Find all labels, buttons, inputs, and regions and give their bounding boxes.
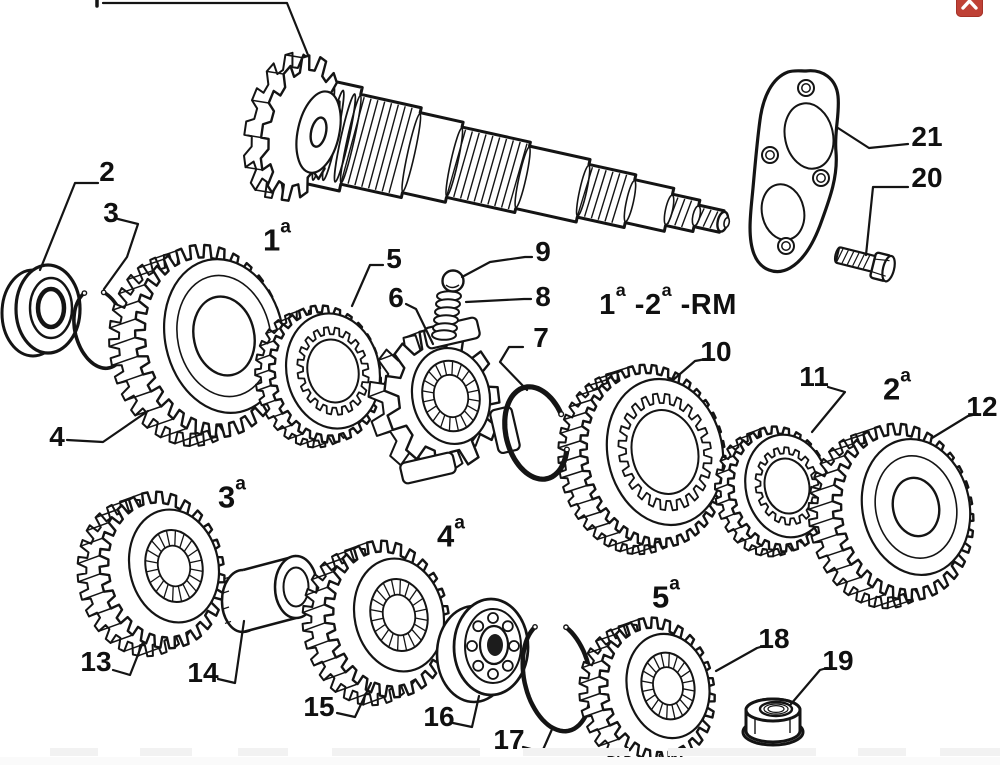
- part-callout-19: 19: [822, 647, 853, 675]
- part-16-bearing: [437, 599, 528, 702]
- part-callout-9: 9: [535, 238, 551, 266]
- part-callout-11: 11: [799, 363, 829, 391]
- part-callout-10: 10: [700, 338, 731, 366]
- part-13-gear: [78, 492, 230, 657]
- part-14-bushing: [222, 556, 317, 632]
- part-19-nut: [743, 699, 803, 745]
- part-callout-20: 20: [911, 164, 942, 192]
- part-callout-18: 18: [758, 625, 789, 653]
- part-15-gear: [303, 541, 455, 706]
- part-10-sliding-sleeve: [558, 365, 736, 554]
- part-1-input-shaft: [231, 45, 745, 297]
- leader-line-8: [466, 299, 531, 302]
- part-callout-16: 16: [423, 703, 454, 731]
- part-callout-7: 7: [533, 324, 549, 352]
- section-label-3a: 3a: [218, 481, 246, 512]
- part-21-gasket: [750, 71, 839, 272]
- part-callout-5: 5: [386, 245, 402, 273]
- part-20-bolt: [832, 243, 897, 283]
- part-callout-3: 3: [103, 199, 119, 227]
- chevron-up-icon: [956, 4, 983, 21]
- part-12-gear: [809, 424, 983, 608]
- part-6-synchro-hub: [369, 329, 500, 476]
- leader-line-2: [40, 183, 98, 270]
- section-label-2a: 2a: [883, 373, 911, 404]
- part-callout-8: 8: [535, 283, 551, 311]
- part-callout-6: 6: [388, 284, 404, 312]
- ratio-label-1a-2a-rm: 1a -2a -RM: [599, 288, 737, 320]
- section-label-4a: 4a: [437, 520, 465, 551]
- leader-line-14: [866, 187, 908, 255]
- part-callout-14: 14: [187, 659, 218, 687]
- part-callout-21: 21: [911, 123, 942, 151]
- leader-line-1: [103, 3, 308, 55]
- part-callout-4: 4: [49, 423, 65, 451]
- part-callout-15: 15: [303, 693, 334, 721]
- part-18-gear: [579, 618, 719, 765]
- part-callout-13: 13: [80, 648, 111, 676]
- leader-line-7: [462, 257, 532, 277]
- leader-line-5: [352, 265, 383, 306]
- leader-line-9: [500, 347, 527, 390]
- section-label-1a: 1a: [263, 224, 291, 255]
- part-callout-12: 12: [966, 393, 997, 421]
- bottom-strip: [0, 747, 1000, 765]
- leader-line-13: [838, 128, 908, 148]
- section-label-5a: 5a: [652, 581, 680, 612]
- scroll-top-button[interactable]: [956, 0, 983, 17]
- leader-line-20: [716, 646, 764, 671]
- part-5-synchro-ring: [255, 305, 390, 448]
- part-callout-2: 2: [99, 158, 115, 186]
- part-2-seal: [2, 265, 80, 356]
- part-9-ball: [443, 271, 464, 292]
- leader-line-11: [812, 387, 845, 432]
